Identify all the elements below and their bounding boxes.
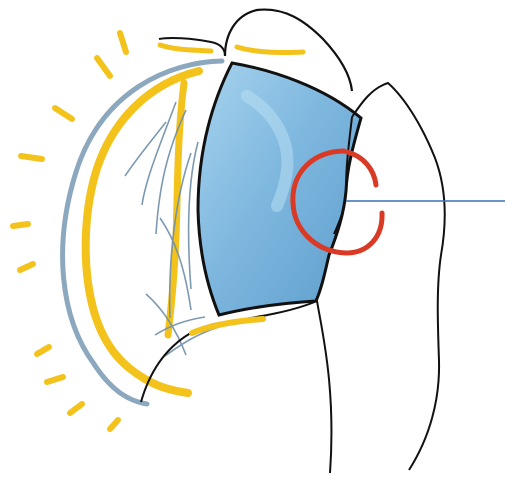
right-lobe-outline bbox=[352, 83, 445, 470]
top-lobe-left-yellow bbox=[160, 45, 211, 51]
lower-lobe-yellow bbox=[192, 319, 263, 333]
glow-rays bbox=[13, 33, 126, 429]
top-lobe-right-yellow bbox=[237, 47, 303, 52]
